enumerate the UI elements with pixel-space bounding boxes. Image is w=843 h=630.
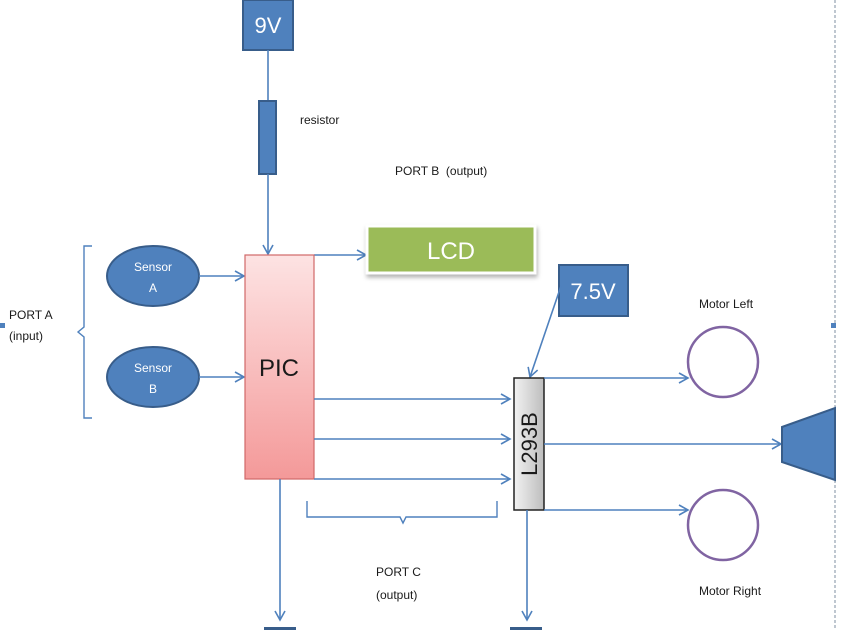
- driver-ground-symbol: [510, 627, 542, 630]
- power-7-5v-block: 7.5V: [558, 264, 629, 317]
- sensor-b-label-line1: Sensor: [134, 361, 172, 375]
- port-c-brace: [306, 501, 498, 525]
- port-c-label-line2: (output): [376, 588, 417, 602]
- pic-ground-symbol: [264, 627, 296, 630]
- port-a-label-line1: PORT A: [9, 308, 53, 322]
- sensor-a: Sensor A: [106, 245, 200, 307]
- power-7-5v-label: 7.5V: [570, 279, 616, 304]
- wire-7-5v-driver: [527, 285, 562, 379]
- sensor-b: Sensor B: [106, 346, 200, 408]
- motor-right: [686, 488, 760, 562]
- sensor-a-label-line1: Sensor: [134, 260, 172, 274]
- motor-left-label: Motor Left: [699, 297, 754, 311]
- resistor: [258, 100, 277, 175]
- pic-microcontroller: PIC: [244, 254, 315, 480]
- sensor-b-label-line2: B: [149, 382, 157, 396]
- sensor-a-label-line2: A: [149, 281, 157, 295]
- motor-left: [686, 325, 760, 399]
- port-a-label-line2: (input): [9, 329, 43, 343]
- l293b-label: L293B: [517, 412, 542, 476]
- l293b-driver: L293B: [513, 377, 545, 511]
- selection-handle-right: [831, 323, 836, 328]
- motor-right-label: Motor Right: [699, 584, 762, 598]
- port-a-brace: [76, 245, 92, 419]
- pic-label: PIC: [259, 355, 299, 382]
- selection-handle-left: [0, 323, 5, 328]
- power-9v-label: 9V: [255, 13, 282, 38]
- resistor-label: resistor: [300, 113, 339, 127]
- lcd-label: LCD: [427, 238, 475, 265]
- port-c-label-line1: PORT C: [376, 565, 421, 579]
- power-9v-block: 9V: [242, 0, 294, 51]
- port-b-label: PORT B (output): [395, 164, 487, 178]
- speaker-icon: [781, 406, 836, 482]
- lcd-block: [365, 224, 537, 275]
